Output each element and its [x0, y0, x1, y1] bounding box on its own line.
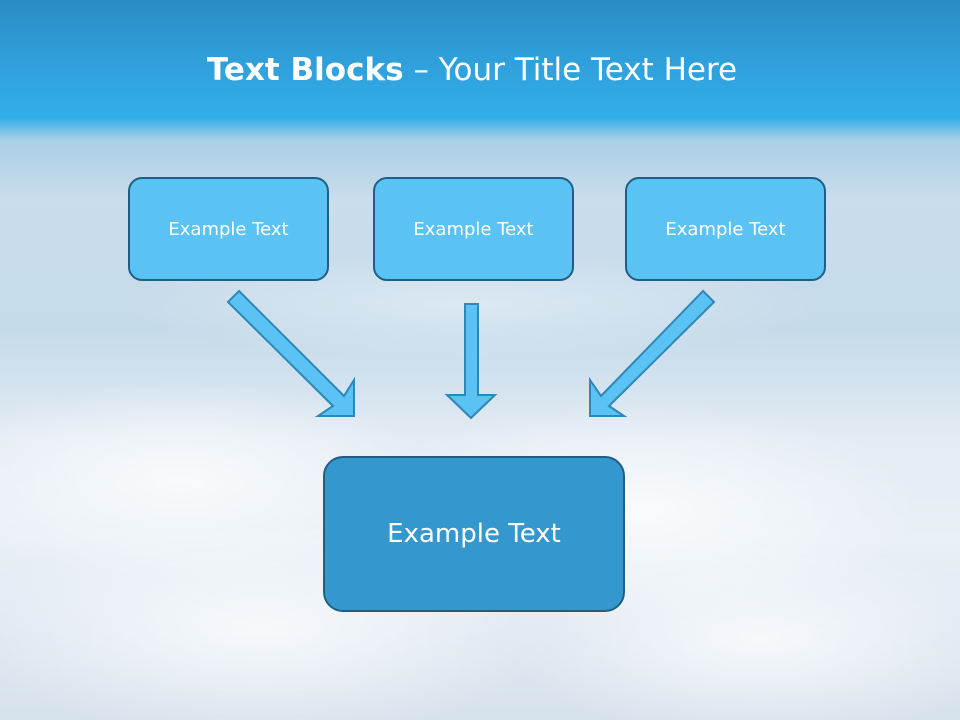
text-block-right: Example Text [625, 177, 826, 281]
slide-title: Text Blocks – Your Title Text Here [0, 52, 944, 88]
text-block-label: Example Text [413, 218, 534, 240]
text-block-left: Example Text [128, 177, 329, 281]
text-block-center: Example Text [373, 177, 574, 281]
title-rest: Your Title Text Here [438, 52, 738, 88]
title-dash: – [413, 52, 429, 88]
text-block-main: Example Text [323, 456, 625, 612]
arrow-down-left-icon [589, 289, 716, 417]
text-block-label: Example Text [168, 218, 289, 240]
main-block-label: Example Text [387, 519, 561, 549]
arrow-down-right-icon [226, 289, 355, 417]
title-bold: Text Blocks [206, 52, 404, 88]
text-block-label: Example Text [665, 218, 786, 240]
arrow-down-icon [444, 303, 498, 420]
